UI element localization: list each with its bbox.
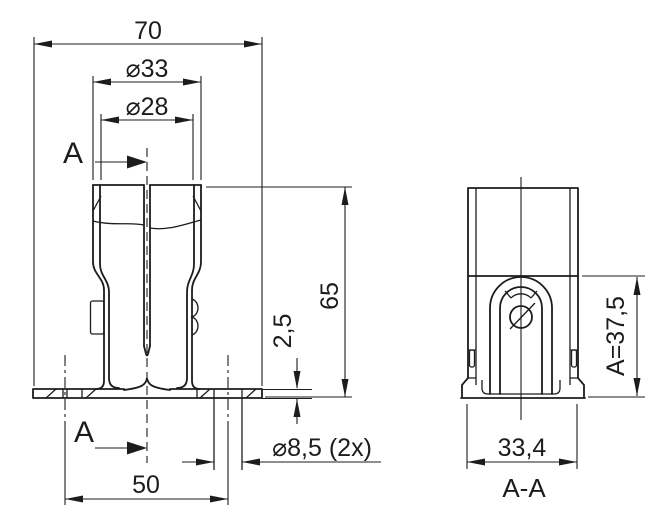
left-tab xyxy=(89,300,105,335)
dim-outer-diameter: ⌀33 xyxy=(126,55,169,83)
dim-334-lines xyxy=(466,404,578,469)
dim-50-arrow-left xyxy=(65,495,83,503)
front-view xyxy=(32,148,263,470)
dim-25-lines xyxy=(262,358,312,424)
section-arrow-top xyxy=(127,155,147,169)
dim-70-arrow-left xyxy=(34,40,52,48)
dim-dia28-arrow-left xyxy=(101,116,119,124)
hole-edge-lines xyxy=(213,389,243,470)
section-left-clip-slot xyxy=(468,349,476,368)
base-flange xyxy=(32,388,263,399)
section-view xyxy=(460,177,586,420)
tube-left-inner-wall xyxy=(99,184,120,389)
right-clip-bumps xyxy=(190,298,199,336)
dim-hole-callout: ⌀8,5 (2x) xyxy=(272,434,372,462)
dim-dia33-arrow-left xyxy=(93,78,111,86)
dim-hole-arrow-left xyxy=(196,458,214,466)
chamfer-lines xyxy=(92,195,202,212)
section-arrow-bottom xyxy=(127,441,147,455)
slot-teardrop-end xyxy=(143,345,151,357)
section-wall-ticks xyxy=(468,349,578,379)
dim-height: 65 xyxy=(316,282,344,310)
section-arrow-tails xyxy=(95,161,130,449)
dim-a375-arrow-top xyxy=(633,277,641,295)
dim-50-lines xyxy=(64,432,229,505)
flange-ticks xyxy=(62,389,198,398)
tube-right-inner-wall xyxy=(176,184,195,389)
section-outer-body xyxy=(467,187,579,379)
dim-dia28-arrow-right xyxy=(175,116,193,124)
dim-65-arrow-top xyxy=(341,187,349,205)
section-letter-bottom: A xyxy=(74,416,94,449)
dim-25-arrow-down xyxy=(293,371,301,389)
hole-thread-slash xyxy=(509,302,536,330)
tube-right-outer-wall xyxy=(191,184,202,390)
dim-25-arrow-up xyxy=(293,399,301,417)
section-right-clip-slot xyxy=(570,349,578,368)
dim-334-arrow-left xyxy=(467,458,485,466)
wavy-boundary-line xyxy=(92,219,202,230)
section-view-dimensions: A=37,5 33,4 A-A xyxy=(466,275,645,503)
dim-50-arrow-right xyxy=(210,495,228,503)
dim-section-width: 33,4 xyxy=(498,434,547,462)
slot-edges xyxy=(143,184,151,347)
dim-total-width: 70 xyxy=(134,17,162,45)
front-view-dimensions: 70 ⌀33 ⌀28 65 2,5 ⌀8,5 (2x) 50 xyxy=(33,17,381,505)
hole-centerlines xyxy=(64,355,229,432)
section-letter-top: A xyxy=(63,137,83,170)
section-base-feet xyxy=(460,377,586,399)
dim-65-arrow-bottom xyxy=(341,379,349,397)
dim-a375-lines xyxy=(582,275,645,398)
dim-a375-arrow-bottom xyxy=(633,378,641,396)
dim-hole-spacing: 50 xyxy=(132,471,160,499)
dim-dia33-arrow-right xyxy=(183,78,201,86)
section-view-label: A-A xyxy=(502,473,546,503)
dim-flange-thickness: 2,5 xyxy=(269,314,297,349)
dim-65-lines xyxy=(206,186,352,398)
dim-70-lines xyxy=(33,37,263,386)
dim-hole-arrow-right xyxy=(242,458,260,466)
dim-70-arrow-right xyxy=(244,40,262,48)
tube-left-outer-wall xyxy=(92,184,105,390)
section-inner-walls xyxy=(475,188,571,385)
dim-section-height: A=37,5 xyxy=(602,296,630,376)
flange-hatching xyxy=(45,388,257,399)
dim-inner-diameter: ⌀28 xyxy=(126,93,169,121)
dim-334-arrow-right xyxy=(559,458,577,466)
